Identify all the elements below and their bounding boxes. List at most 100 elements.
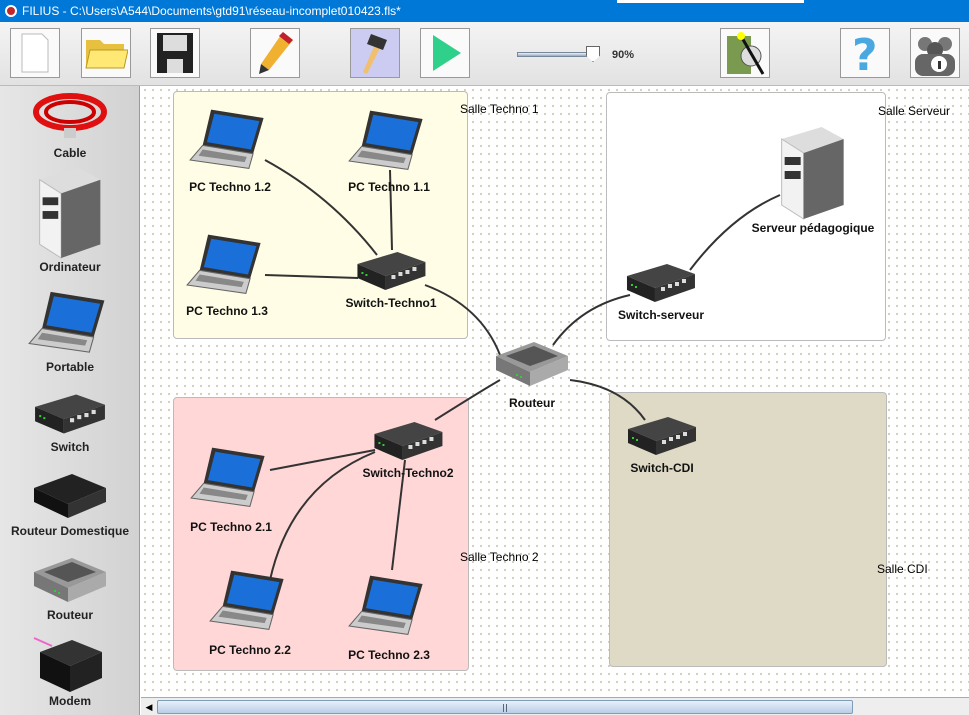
palette-label: Portable [45,360,94,374]
cable [552,294,631,346]
play-icon [433,35,461,71]
node-label: Serveur pédagogique [751,221,875,235]
palette-label: Modem [49,694,91,708]
wizard-button[interactable] [720,28,770,78]
node-switch-techno2[interactable]: Switch-Techno2 [362,414,454,480]
home-router-icon [34,474,106,518]
info-button[interactable] [910,28,960,78]
simulation-mode-button[interactable] [420,28,470,78]
palette-label: Cable [53,146,87,160]
horizontal-scrollbar[interactable]: ◀ [141,697,969,715]
wizard-icon [727,32,765,75]
laptop-icon [189,434,273,520]
node-pc-techno-2-2[interactable]: PC Techno 2.2 [208,557,292,657]
design-mode-button[interactable] [250,28,300,78]
save-button[interactable] [150,28,200,78]
node-pc-techno-1-2[interactable]: PC Techno 1.2 [188,98,272,194]
room-label-serveur: Salle Serveur [878,104,951,118]
cable [424,284,501,356]
palette-label: Routeur Domestique [10,524,129,538]
palette-item-ordinateur[interactable]: Ordinateur [0,166,140,274]
cable [569,379,646,421]
node-switch-techno1[interactable]: Switch-Techno1 [345,244,437,310]
room-label-techno1: Salle Techno 1 [460,102,539,116]
node-pc-techno-1-3[interactable]: PC Techno 1.3 [185,224,269,318]
node-pc-techno-1-1[interactable]: PC Techno 1.1 [347,100,431,194]
cable [264,159,378,256]
cable-icon [33,93,107,138]
room-label-cdi: Salle CDI [877,562,928,576]
palette-item-portable[interactable]: Portable [0,284,140,374]
node-pc-techno-2-1[interactable]: PC Techno 2.1 [189,434,273,534]
node-label: PC Techno 2.2 [209,643,291,657]
laptop-icon [188,98,272,180]
title-bar: FILIUS - C:\Users\A544\Documents\gtd91\r… [0,0,969,22]
scrollbar-thumb[interactable] [157,700,853,714]
node-label: Switch-Techno2 [362,466,454,480]
new-file-button[interactable] [10,28,60,78]
switch-icon [625,256,697,308]
modem-icon [33,637,102,692]
laptop-icon [208,557,292,643]
toolbar: 90% ? [0,22,969,86]
palette-label: Ordinateur [39,260,101,274]
question-icon: ? [852,30,878,76]
node-label: PC Techno 1.1 [348,180,430,194]
switch-icon [626,409,698,461]
cable [264,274,359,279]
cable [269,449,376,471]
laptop-icon [185,224,269,304]
zoom-slider[interactable] [517,52,597,57]
palette-item-routeur[interactable]: Routeur [0,552,140,622]
cable [434,379,501,421]
cable [269,451,376,581]
svg-text:?: ? [852,30,878,76]
zoom-percent: 90% [612,49,635,61]
palette-item-switch[interactable]: Switch [0,386,140,454]
node-label: Switch-CDI [630,461,694,475]
help-button[interactable]: ? [840,28,890,78]
room-serveur[interactable] [606,92,886,341]
palette-label: Routeur [47,608,93,622]
node-serveur-pedagogique[interactable]: Serveur pédagogique [751,125,875,235]
scroll-left-icon[interactable]: ◀ [145,702,153,712]
component-palette: Cable Ordinateur Portable Switch Routeur… [0,86,140,715]
switch-icon [355,244,427,296]
node-routeur[interactable]: Routeur [492,332,572,410]
scrollbar-grip [503,704,507,712]
node-pc-techno-2-3[interactable]: PC Techno 2.3 [347,562,431,662]
computer-icon [35,166,105,260]
laptop-icon [347,100,431,180]
node-label: PC Techno 1.3 [186,304,268,318]
node-label: Switch-serveur [617,308,705,322]
info-icon [915,37,955,76]
laptop-icon [27,284,113,360]
palette-item-modem[interactable]: Modem [0,636,140,708]
node-label: PC Techno 2.3 [348,648,430,662]
open-button[interactable] [81,28,131,78]
node-switch-serveur[interactable]: Switch-serveur [618,256,704,322]
node-switch-cdi[interactable]: Switch-CDI [626,409,698,475]
new-file-icon [21,33,49,73]
node-label: PC Techno 1.2 [189,180,271,194]
cables [264,159,781,581]
pencil-icon [259,32,293,74]
window-title: FILIUS - C:\Users\A544\Documents\gtd91\r… [22,4,401,18]
palette-label: Switch [50,440,90,454]
zoom-slider-thumb[interactable] [586,46,600,62]
cable [389,169,393,251]
switch-icon [33,386,107,440]
laptop-icon [347,562,431,648]
palette-item-cable[interactable]: Cable [0,90,140,160]
folder-icon [85,40,128,69]
palette-item-routeur-domestique[interactable]: Routeur Domestique [0,468,140,538]
floppy-icon [157,33,193,73]
build-mode-button[interactable] [350,28,400,78]
hammer-icon [363,34,387,74]
node-label: Switch-Techno1 [345,296,437,310]
cable [391,459,406,571]
switch-icon [372,414,444,466]
filius-logo-icon [5,5,17,17]
cable [689,194,781,271]
node-label: PC Techno 2.1 [190,520,272,534]
